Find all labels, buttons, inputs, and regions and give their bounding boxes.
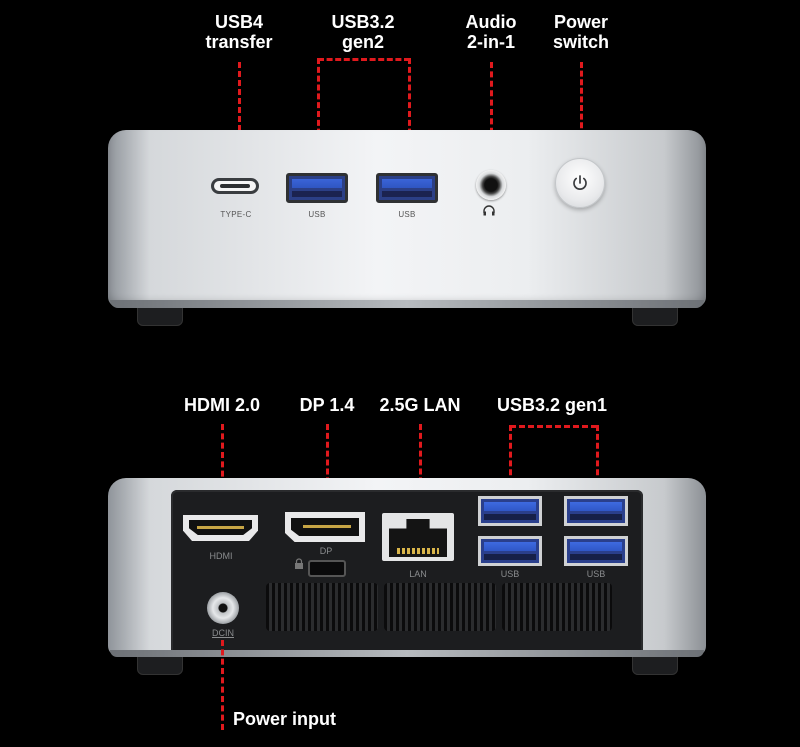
label-usb4-transfer: USB4 transfer (205, 12, 272, 52)
hdmi-port-inner (189, 520, 252, 535)
vent-grille-left (266, 583, 378, 631)
callout-line-lan (419, 424, 422, 510)
label-power-input: Power input (233, 709, 336, 729)
power-icon (573, 175, 587, 190)
rear-usb-port-4 (564, 536, 628, 566)
rear-usb-right-label: USB (586, 569, 606, 579)
label-power-switch: Power switch (553, 12, 609, 52)
label-line: USB4 (214, 12, 263, 32)
callout-line-usb-gen1-left (509, 425, 512, 493)
front-usb-port-2 (376, 173, 438, 203)
back-device-base (110, 650, 704, 657)
usb4-typec-port (211, 178, 259, 194)
vent-grille-right (502, 583, 612, 631)
callout-bracket-usb-gen2 (318, 58, 410, 61)
rear-usb-port-1 (478, 496, 542, 526)
device-foot (137, 655, 183, 675)
lan-port-pins (397, 548, 439, 554)
label-line: USB3.2 (331, 12, 395, 32)
callout-line-usb4 (238, 62, 241, 176)
label-line: gen2 (341, 32, 384, 52)
label-line: transfer (205, 32, 273, 52)
callout-bracket-usb-gen1 (510, 425, 597, 428)
typec-port-label: TYPE-C (220, 210, 252, 219)
rear-usb-left-label: USB (500, 569, 520, 579)
label-dp: DP 1.4 (299, 395, 355, 415)
front-usb-port-1-label: USB (308, 210, 326, 219)
label-line: Power (553, 12, 609, 32)
callout-line-dp (326, 424, 329, 510)
power-button (555, 158, 605, 208)
label-audio-2in1: Audio 2-in-1 (466, 12, 517, 52)
device-foot (137, 306, 183, 326)
label-line: 2-in-1 (466, 32, 515, 52)
callout-line-usb-gen2-right (408, 58, 411, 170)
front-device-body (108, 130, 706, 307)
front-usb-port-1 (286, 173, 348, 203)
label-hdmi: HDMI 2.0 (183, 395, 261, 415)
rear-usb-port-2 (478, 536, 542, 566)
label-usb32-gen1: USB3.2 gen1 (496, 395, 608, 415)
front-device-base (110, 300, 704, 308)
callout-line-hdmi (221, 424, 224, 514)
callout-line-power (580, 62, 583, 154)
callout-line-usb-gen1-right (596, 425, 599, 493)
displayport-port-inner (291, 518, 359, 536)
callout-line-audio (490, 62, 493, 162)
vent-grille-middle (384, 583, 496, 631)
headphone-icon (483, 205, 495, 219)
lan-port-label: LAN (409, 569, 427, 579)
dp-port-label: DP (319, 546, 333, 556)
device-foot (632, 655, 678, 675)
dcin-port-label: DCIN (212, 628, 234, 638)
device-foot (632, 306, 678, 326)
callout-line-power-input (221, 640, 224, 730)
lock-icon (294, 558, 304, 573)
label-usb32-gen2: USB3.2 gen2 (331, 12, 394, 52)
rear-usb-port-3 (564, 496, 628, 526)
callout-line-usb-gen2-left (317, 58, 320, 170)
label-line: Audio (465, 12, 517, 32)
label-lan: 2.5G LAN (379, 395, 461, 415)
audio-jack (476, 170, 506, 200)
label-line: switch (552, 32, 610, 52)
front-usb-port-2-label: USB (398, 210, 416, 219)
security-lock-slot (308, 560, 346, 577)
dc-power-input-port (207, 592, 239, 624)
hdmi-port-label: HDMI (209, 551, 233, 561)
